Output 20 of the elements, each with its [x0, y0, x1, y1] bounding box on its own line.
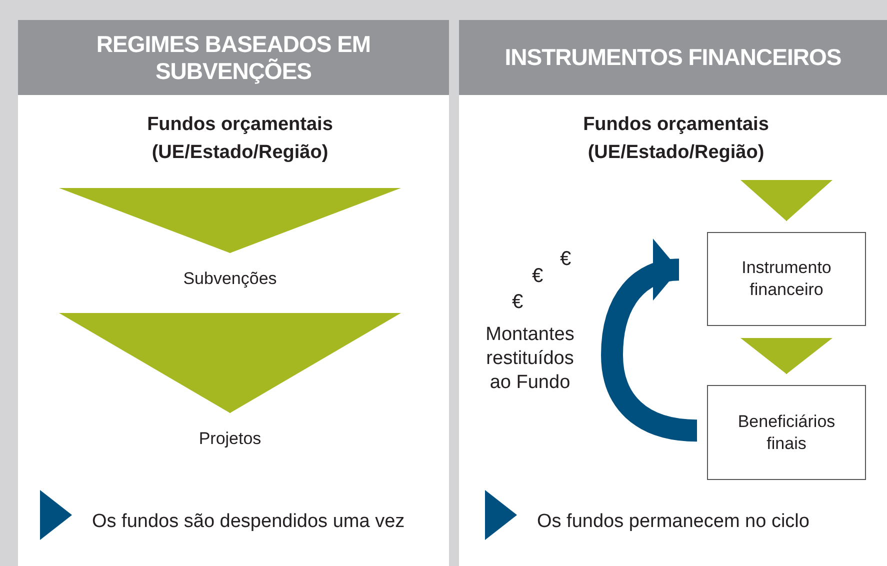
curved-arrow: [601, 240, 698, 442]
panel-heading: INSTRUMENTOS FINANCEIROS: [459, 20, 887, 95]
step-text: Projetos: [198, 428, 262, 450]
panel-heading: REGIMES BASEADOS EM SUBVENÇÕES: [18, 20, 449, 95]
funding-source-text: Fundos orçamentais (UE/Estado/Região): [582, 113, 770, 165]
process-box: Beneficiários finais: [707, 385, 866, 480]
statement-text: Os fundos permanecem no ciclo: [537, 511, 810, 533]
step-text: Subvenções: [183, 268, 277, 290]
euro-sign: €: [532, 265, 544, 288]
edge-label: Montantes restituídos ao Fundo: [484, 323, 576, 395]
statement-text: Os fundos são despendidos uma vez: [92, 511, 405, 533]
panel: [459, 20, 887, 566]
chevron-arrow: [740, 180, 832, 222]
euro-sign: €: [512, 291, 524, 314]
process-box: Instrumento financeiro: [707, 232, 866, 326]
chevron-arrow: [59, 312, 401, 414]
euro-sign: €: [560, 248, 572, 271]
funding-source-text: Fundos orçamentais (UE/Estado/Região): [146, 113, 334, 165]
chevron-arrow: [59, 188, 401, 254]
chevron-arrow: [740, 338, 832, 374]
